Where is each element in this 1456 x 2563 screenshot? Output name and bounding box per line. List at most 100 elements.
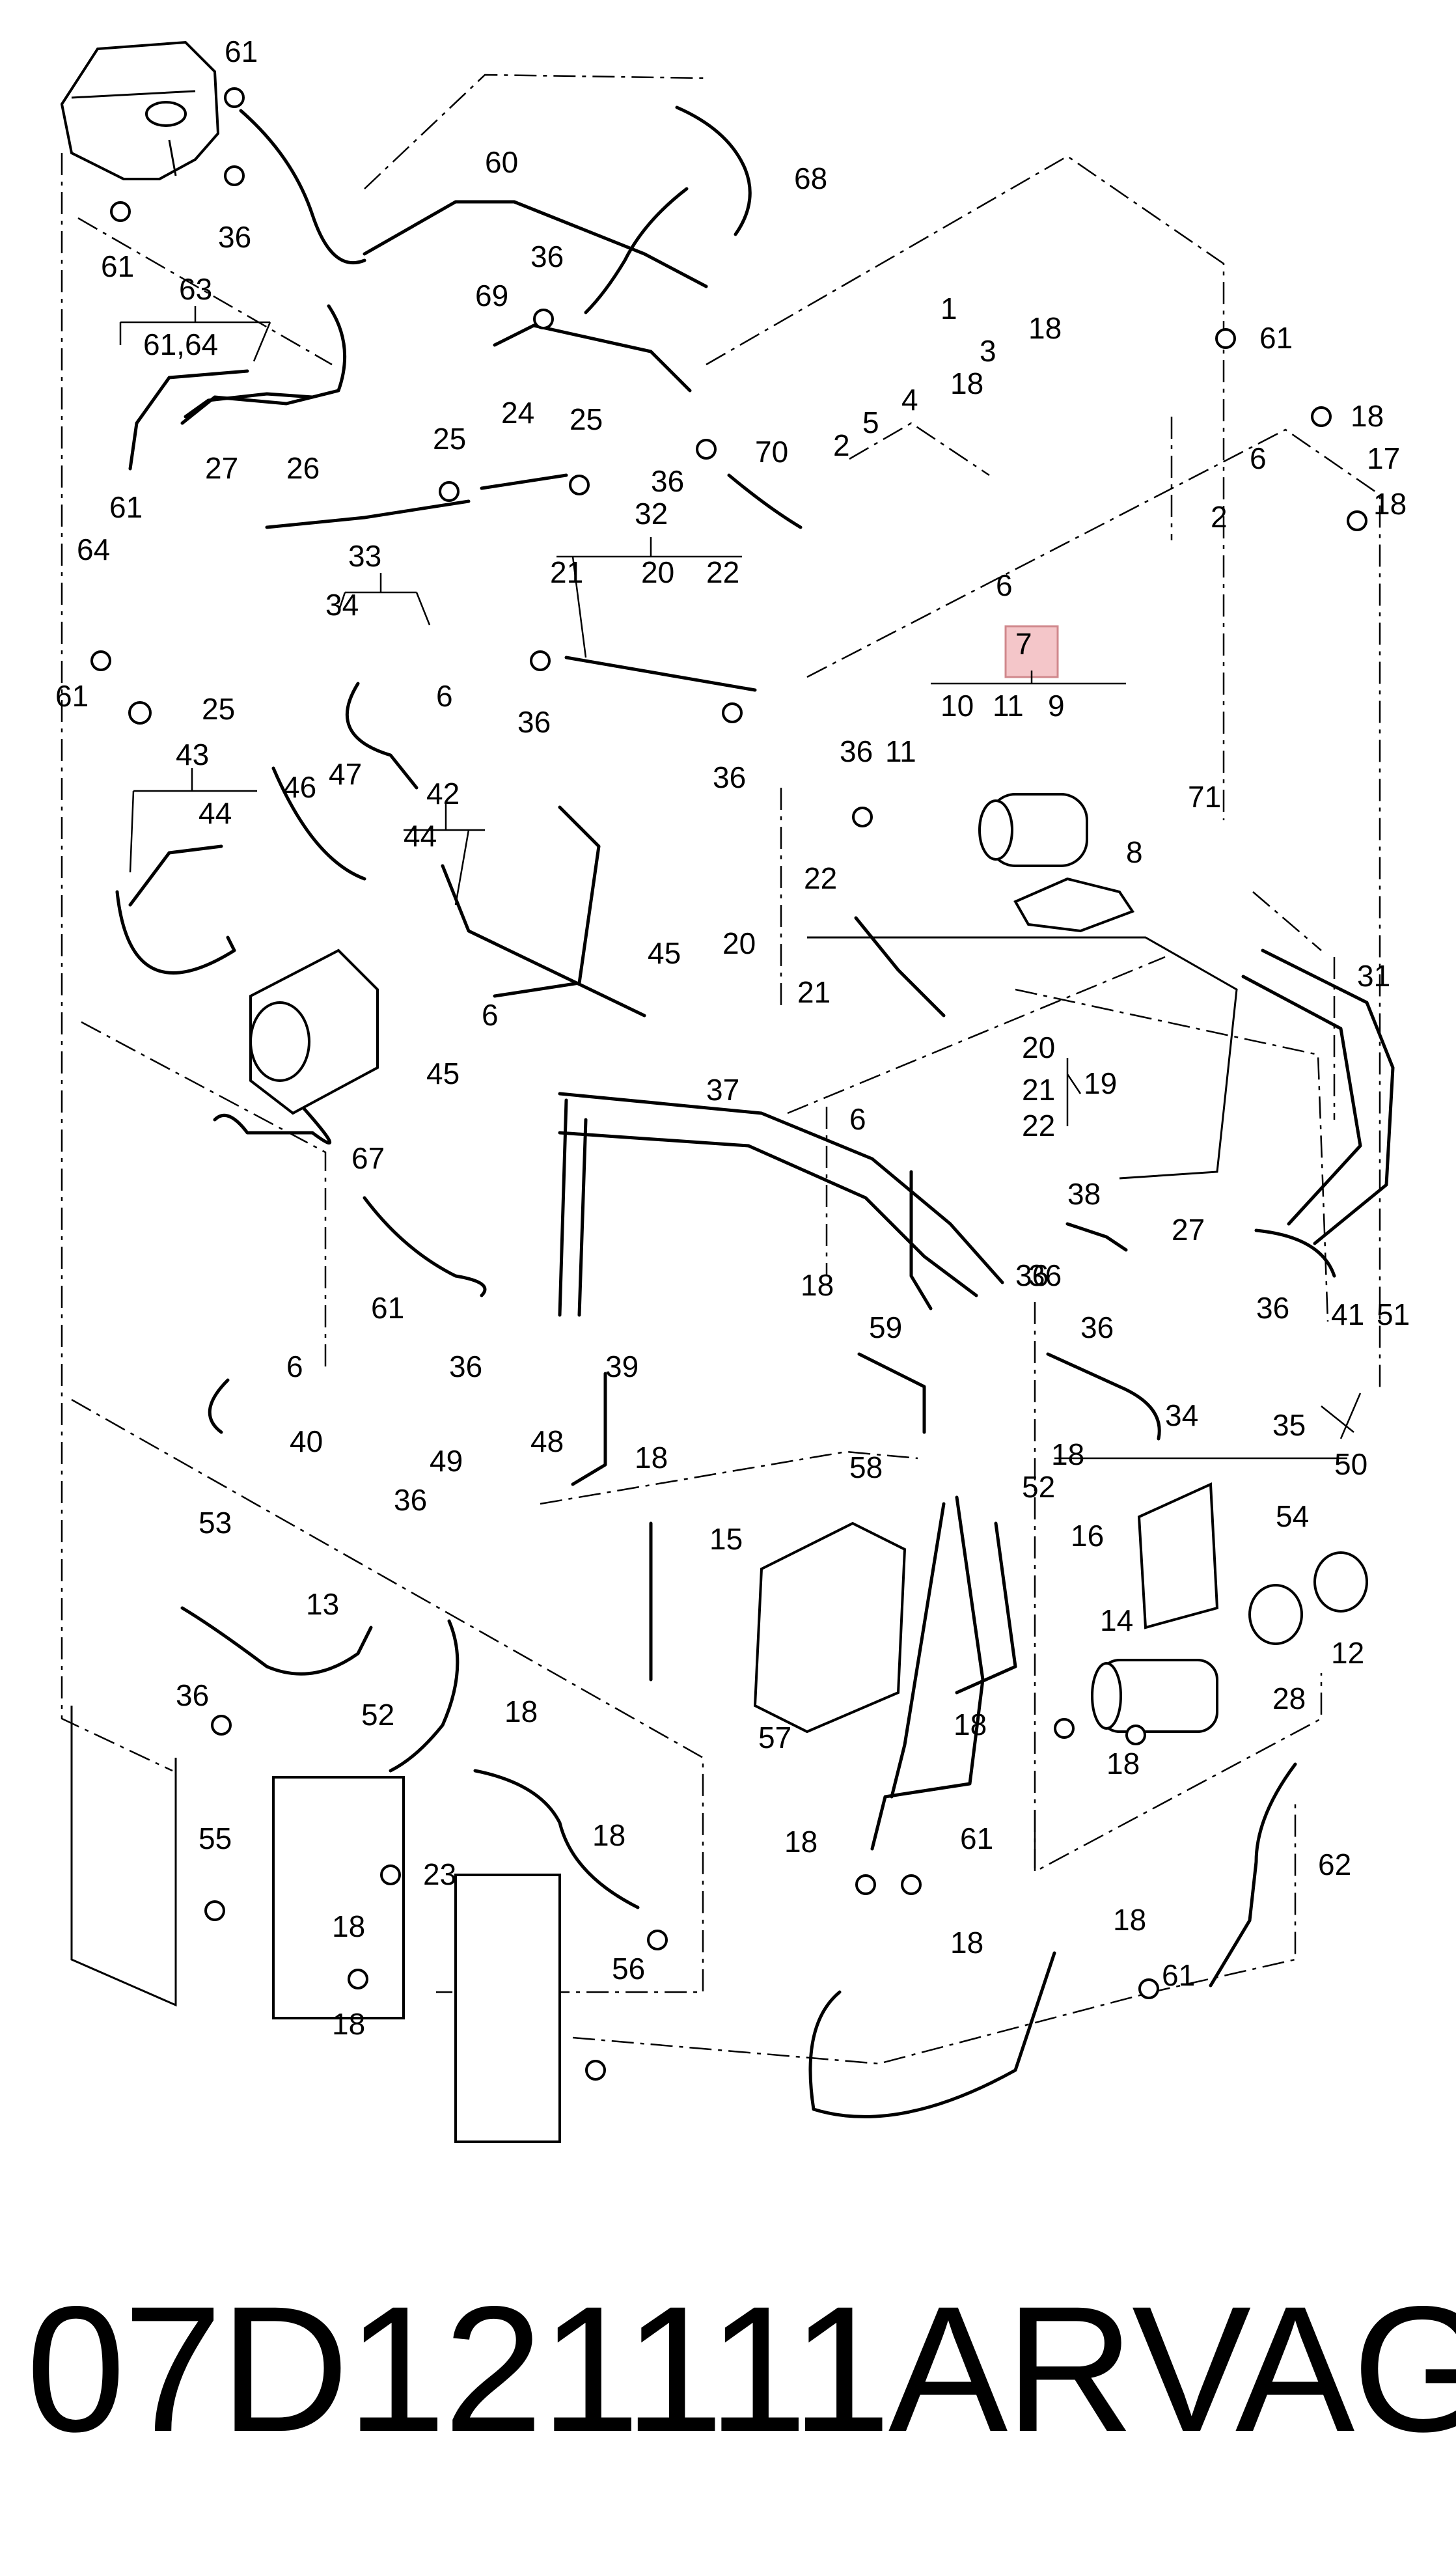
callout: 2 [833,428,850,462]
callout: 44 [404,819,437,853]
callout: 6 [849,1102,866,1136]
callout: 36 [1015,1258,1049,1292]
callout: 59 [869,1310,902,1344]
callout: 17 [1367,441,1400,475]
callout: 18 [950,1926,983,1960]
callout: 2 [1211,500,1228,534]
callout: 18 [1373,487,1407,521]
callout: 3 [980,334,996,368]
callout: 15 [709,1522,743,1556]
callout: 21 [550,555,583,589]
callout: 28 [1272,1682,1306,1715]
expansion-tank [60,40,220,180]
callout: 61 [225,35,258,68]
callout: 18 [1028,311,1062,345]
callout: 46 [283,770,316,804]
callout: 36 [1080,1310,1114,1344]
callout: 61 [371,1291,404,1325]
callout: 1 [941,292,957,326]
callout: 10 [941,689,974,723]
callout: 36 [176,1678,209,1712]
callout: 56 [612,1952,645,1986]
callout: 19 [1084,1066,1117,1100]
callout: 14 [1100,1603,1133,1637]
clamps-and-screws [90,87,1367,2081]
callout: 53 [199,1506,232,1540]
callout: 49 [430,1444,463,1478]
callout: 34 [1165,1398,1198,1432]
callout: 22 [804,861,837,895]
callout: 61 [109,490,143,524]
callout: 34 [325,588,359,622]
callout: 45 [426,1057,460,1090]
callout: 36 [1028,1258,1062,1292]
callout: 22 [1022,1109,1055,1143]
brand-name: VAG [1131,2269,1456,2469]
callout: 40 [290,1424,323,1458]
callout: 70 [755,435,788,469]
callout: 18 [1351,399,1384,433]
callout: 36 [713,760,746,794]
callout: 44 [199,796,232,830]
callout: 18 [784,1825,817,1859]
callout: 18 [801,1268,834,1302]
callout-labels: 61 61 36 60 68 63 61,64 69 36 1 3 18 61 … [55,35,1410,2041]
callout: 37 [706,1073,739,1107]
boundary-lines [61,74,1381,2065]
callout: 58 [849,1450,883,1484]
callout: 11 [885,734,916,768]
callout: 57 [758,1721,791,1754]
callout: 52 [1022,1470,1055,1504]
callout: 36 [517,705,551,739]
callout: 6 [286,1350,303,1383]
callout: 5 [862,406,879,439]
callout: 18 [954,1708,987,1741]
callout: 7 [1015,627,1032,661]
callout: 61 [1259,321,1293,355]
callout: 21 [1022,1073,1055,1107]
callout: 26 [286,451,320,485]
callout: 54 [1276,1499,1309,1533]
callout: 12 [1331,1636,1364,1670]
callout: 20 [641,555,674,589]
callout: 18 [635,1441,668,1475]
callout: 36 [218,220,251,254]
callout: 51 [1377,1297,1410,1331]
callout: 18 [1051,1437,1084,1471]
callout: 6 [996,568,1013,602]
callout: 6 [482,998,499,1032]
callout: 36 [394,1483,427,1517]
callout: 61 [1162,1958,1195,1992]
callout: 64 [77,533,110,566]
callout: 61,64 [143,327,218,361]
callout: 68 [794,161,827,195]
callout: 38 [1067,1177,1101,1211]
bracket-leaders [119,306,1362,1868]
callout: 36 [651,464,684,498]
callout: 18 [950,367,983,400]
callout: 48 [530,1424,564,1458]
callout: 61 [960,1822,993,1855]
callout: 42 [426,777,460,810]
callout: 27 [205,451,238,485]
callout: 39 [605,1350,639,1383]
callout: 60 [485,145,518,179]
callout: 11 [993,689,1024,723]
callout: 22 [706,555,739,589]
callout: 18 [592,1818,625,1852]
callout: 35 [1272,1408,1306,1442]
callout: 20 [722,926,756,960]
callout: 32 [635,497,668,531]
part-number-caption: 07D121111AR VAG [26,2272,1456,2467]
callout: 16 [1071,1519,1104,1553]
callout: 45 [648,936,681,970]
callout: 47 [329,757,362,791]
callout: 36 [449,1350,482,1383]
callout: 25 [202,692,235,726]
callout: 67 [351,1141,385,1175]
callout: 6 [436,679,453,713]
callout: 55 [199,1822,232,1855]
rigid-pipes [128,200,1395,1799]
callout: 69 [475,279,508,312]
